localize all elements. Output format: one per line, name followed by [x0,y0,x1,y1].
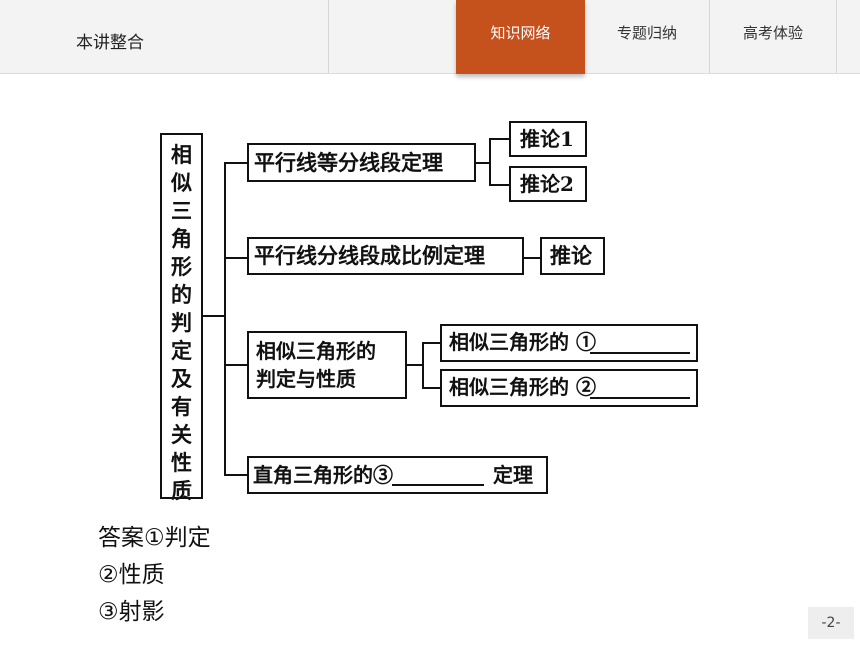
subbox-text: 相似三角形的 ② [449,375,596,399]
subbox-corollary-1: 推论1 [509,121,587,157]
root-char: 关 [171,422,192,447]
top-bar: 本讲整合 知识网络 专题归纳 高考体验 [0,0,860,74]
connector-line [476,162,491,164]
answer-blank-1 [590,352,690,354]
root-char: 似 [171,170,192,195]
branch-box-4: 直角三角形的③ 定理 [247,456,548,494]
connector-line [524,257,541,259]
connector-line [422,342,441,344]
subbox-corollary: 推论 [540,237,605,275]
connector-line [407,364,424,366]
answer-line-1: 答案①判定 [98,520,211,557]
branch-box-4-suffix: 定理 [493,463,533,487]
root-char: 相 [171,142,192,167]
subbox-similar-triangle-2: 相似三角形的 ② [440,369,698,407]
root-char: 定 [171,338,192,363]
connector-line [224,257,248,259]
connector-line [224,162,248,164]
page-number: -2- [808,607,854,639]
root-char: 三 [171,198,192,223]
root-char: 角 [171,226,192,251]
answer-blank-3 [392,484,484,486]
divider [709,0,710,73]
connector-line [203,315,225,317]
branch-box-3-line1: 相似三角形的 [256,339,376,363]
root-char: 的 [171,282,192,307]
root-char: 判 [171,310,192,335]
divider [836,0,837,73]
subbox-similar-triangle-1: 相似三角形的 ① [440,324,698,362]
divider [328,0,329,73]
page-title: 本讲整合 [76,33,144,53]
root-char: 质 [171,478,192,503]
root-char: 有 [171,394,192,419]
branch-box-3: 相似三角形的 判定与性质 [247,331,407,399]
root-char: 形 [171,254,192,279]
connector-line [422,342,424,388]
branch-box-2: 平行线分线段成比例定理 [247,237,524,275]
connector-line [489,184,509,186]
connector-line [489,138,491,185]
connector-line [224,474,248,476]
connector-line [224,364,248,366]
root-box: 相 似 三 角 形 的 判 定 及 有 关 性 质 [160,133,203,503]
answer-section: 答案①判定 ②性质 ③射影 [98,520,211,631]
answer-2: ②性质 [98,562,165,588]
subbox-text: 相似三角形的 ① [449,330,596,354]
tab-knowledge-network[interactable]: 知识网络 [456,0,585,74]
answer-label: 答案 [98,525,144,551]
branch-box-1: 平行线等分线段定理 [247,143,476,182]
answer-3: ③射影 [98,599,165,625]
connector-line [422,387,441,389]
subbox-corollary-2: 推论2 [509,166,587,202]
branch-box-3-line2: 判定与性质 [256,367,356,391]
root-char: 及 [171,366,192,391]
connector-line [489,138,509,140]
branch-box-4-prefix: 直角三角形的③ [253,463,393,487]
tab-topic-summary[interactable]: 专题归纳 [616,24,677,42]
answer-1: ①判定 [144,525,211,551]
root-char: 性 [171,450,192,475]
connector-line [224,162,226,475]
tab-exam-experience[interactable]: 高考体验 [742,24,803,42]
answer-blank-2 [590,397,690,399]
